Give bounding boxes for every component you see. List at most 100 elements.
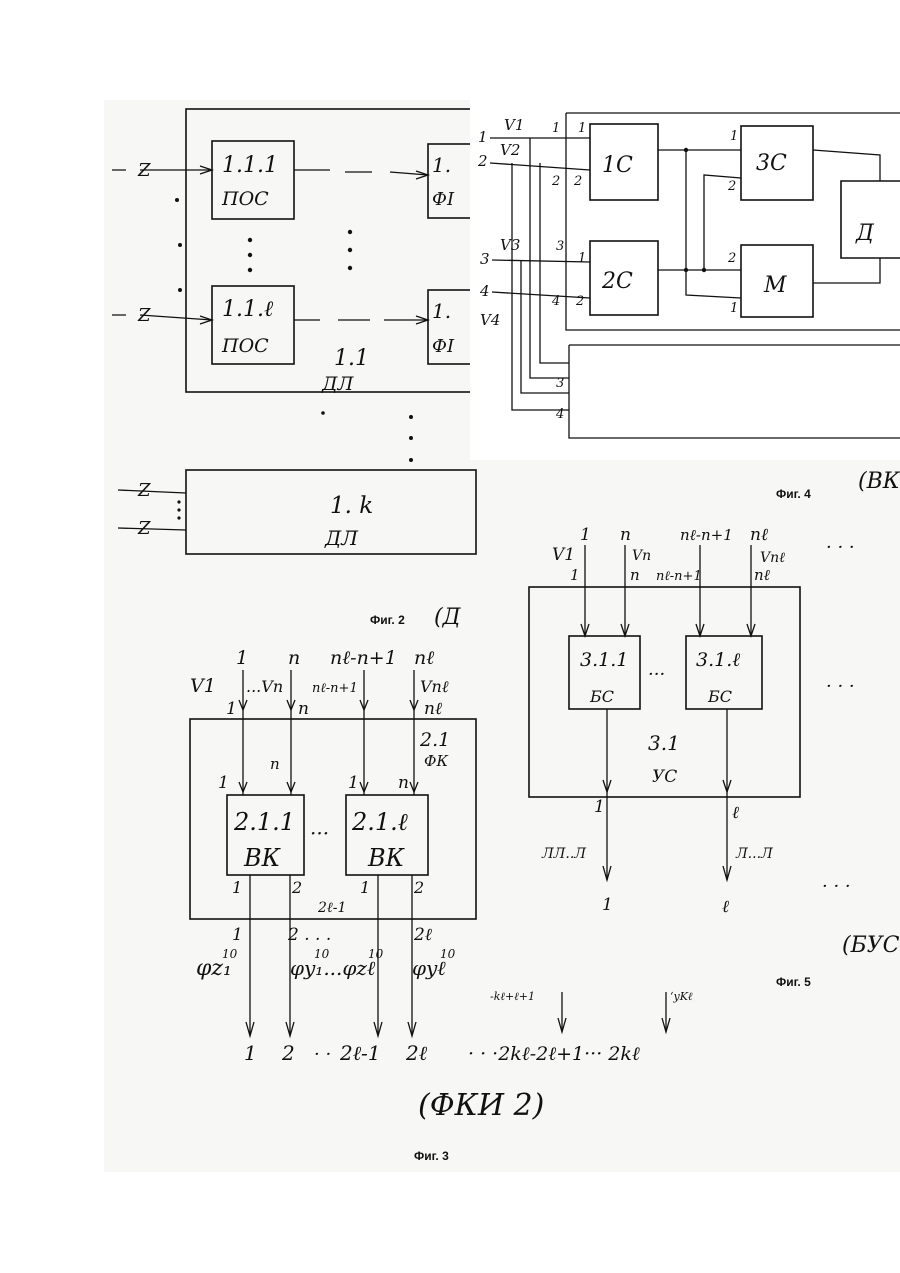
fig4-input: 2 xyxy=(477,152,488,170)
arrow-heads xyxy=(239,782,418,792)
fig4-input: 1 xyxy=(478,128,488,146)
row-number: nℓ xyxy=(424,699,442,719)
fig5-row2: n xyxy=(630,566,640,584)
wire-break-mark: Z xyxy=(137,480,151,501)
wire-break-mark: Z xyxy=(137,518,151,539)
fig4-v: V3 xyxy=(500,236,520,254)
wire-break-mark: Z xyxy=(137,160,151,181)
out-port: 1 xyxy=(232,878,242,897)
block-3c-label: 3С xyxy=(756,151,787,176)
v-label: ...Vn xyxy=(246,677,283,696)
cut-text-left: -kℓ+ℓ+1 xyxy=(490,990,535,1003)
arrow-heads xyxy=(558,1018,670,1032)
pulse-label: ЛЛ..Л xyxy=(541,846,586,862)
fig5-input: nℓ xyxy=(750,525,768,545)
bs-block-l-sub: БС xyxy=(707,687,732,706)
link-line-top xyxy=(294,170,428,175)
out-port: 2 xyxy=(291,878,302,897)
figure-3: 1 n nℓ-n+1 nℓ V1 ...Vn nℓ-n+1 Vnℓ 1 n nℓ… xyxy=(190,647,693,1163)
us-group-label: 3.1 xyxy=(648,731,680,755)
fig4-input: 3 xyxy=(480,250,490,268)
input-number: n xyxy=(288,647,300,669)
us-group-sub: УС xyxy=(652,767,677,787)
ellipsis: · · · xyxy=(826,537,855,558)
bs-block-1-sub: БС xyxy=(589,687,614,706)
phi-sup: 10 xyxy=(222,947,238,961)
dl-group-sub: ДЛ xyxy=(321,373,354,395)
pin: 1 xyxy=(578,251,586,266)
phi-sup: 10 xyxy=(368,947,384,961)
final-output: 2ℓ xyxy=(405,1041,428,1065)
v-label: V1 xyxy=(190,675,216,697)
fig5-out-mark: ℓ xyxy=(732,803,739,823)
pin: 4 xyxy=(551,294,560,309)
pin: 1 xyxy=(578,121,586,136)
dl-group-label: 1.1 xyxy=(334,346,369,371)
block-d-label: Д xyxy=(855,221,875,246)
inner-n: n xyxy=(270,755,280,773)
ellipsis: ··· xyxy=(310,821,329,845)
inner-mark: 1 xyxy=(348,773,359,793)
v-label: nℓ-n+1 xyxy=(312,681,358,696)
pos-block-top-label: 1.1.1 xyxy=(222,153,278,178)
block-1c-label: 1С xyxy=(602,153,633,178)
fig5-row2: nℓ-n+1 xyxy=(656,569,702,584)
figure-5-caption: Фиг. 5 xyxy=(776,975,811,989)
final-output: 2 xyxy=(281,1041,295,1065)
out-port: 1 xyxy=(360,878,370,897)
inner-mark: n xyxy=(398,773,409,793)
bottom-row-label: 1 xyxy=(232,925,243,945)
fig4-panel xyxy=(470,100,900,460)
fig5-input: n xyxy=(620,525,631,545)
fig5-input-wires xyxy=(585,545,751,636)
fi-block-top-sub: ФІ xyxy=(432,189,455,210)
fig5-input: 1 xyxy=(580,525,591,545)
pin: 1 xyxy=(552,121,560,136)
fi-block-bottom-label: 1. xyxy=(432,299,451,323)
out-mid-label: 2ℓ-1 xyxy=(317,900,346,916)
pin: 1 xyxy=(730,301,738,316)
fi-block-bottom-sub: ФІ xyxy=(432,336,455,357)
fig4-v: V4 xyxy=(480,311,500,329)
pos-block-top-sub: ПОС xyxy=(221,188,269,210)
output-wires xyxy=(250,875,412,1035)
fig5-v: V1 xyxy=(552,545,575,565)
vk-block-1-sub: ВК xyxy=(243,844,282,872)
final-output: · · xyxy=(314,1044,331,1065)
phi-sup: 10 xyxy=(314,947,330,961)
vk-block-l-sub: ВК xyxy=(367,844,406,872)
fig5-row2: 1 xyxy=(570,566,580,584)
ellipsis: · · · xyxy=(826,676,855,697)
figure-2: 1.1.1 ПОС 1.1.ℓ ПОС 1. ФІ 1. ФІ Z Z 1.1 … xyxy=(112,109,476,630)
phi-sup: 10 xyxy=(440,947,456,961)
fig4-v: V1 xyxy=(504,116,524,134)
bs-block-l-label: 3.1.ℓ xyxy=(696,649,740,671)
inner-mark: 1 xyxy=(218,773,229,793)
fig5-input: nℓ-n+1 xyxy=(680,526,733,544)
figure-3-handwritten: (ФКИ 2) xyxy=(418,1088,544,1123)
cut-wires xyxy=(562,992,666,1030)
figure-5: 1 n nℓ-n+1 nℓ V1 Vn Vnℓ 1 n nℓ-n+1 nℓ · … xyxy=(529,525,900,989)
v-label: Vnℓ xyxy=(420,677,449,696)
pos-block-bottom-label: 1.1.ℓ xyxy=(222,297,274,322)
arrow-heads xyxy=(581,624,755,636)
figure-2-caption: Фиг. 2 xyxy=(370,613,405,627)
fig4-input: 4 xyxy=(479,282,490,300)
vk-block-l-label: 2.1.ℓ xyxy=(351,808,408,836)
row-number: n xyxy=(298,699,309,719)
fig5-row2: nℓ xyxy=(754,566,770,584)
vk-block-1-label: 2.1.1 xyxy=(233,808,295,836)
dl-block-k-sub: ДЛ xyxy=(324,526,359,550)
bottom-row-label: 2 . . . xyxy=(287,925,331,945)
fig5-final: 1 xyxy=(602,895,613,915)
input-number: 1 xyxy=(236,647,248,669)
block-m-label: М xyxy=(763,273,787,298)
pin: 1 xyxy=(730,129,738,144)
fig5-out-mark: 1 xyxy=(594,797,605,817)
fig5-v: Vnℓ xyxy=(760,550,785,566)
right-outputs: · · ·2kℓ-2ℓ+1··· 2kℓ xyxy=(468,1043,640,1065)
arrow-heads xyxy=(246,1022,416,1036)
figure-2-side-note: (Д xyxy=(434,605,462,630)
arrow-heads xyxy=(239,700,418,710)
